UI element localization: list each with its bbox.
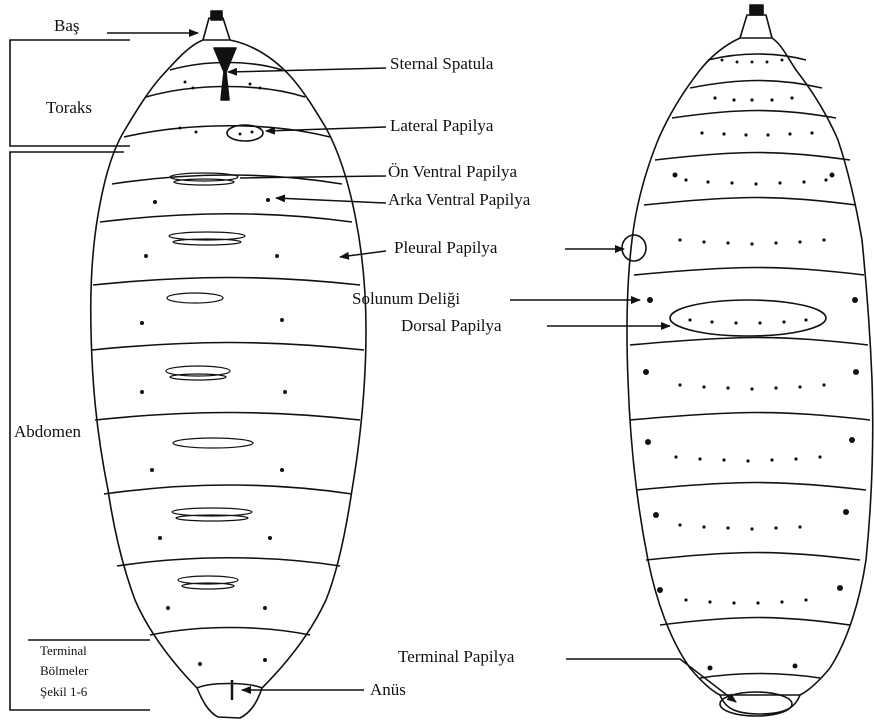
label-abdomen: Abdomen	[14, 422, 81, 442]
label-sternal-spatula: Sternal Spatula	[390, 54, 493, 74]
label-anus: Anüs	[370, 680, 406, 700]
label-terminal-line3: Şekil 1-6	[40, 684, 87, 700]
label-solunum-deligi: Solunum Deliği	[352, 289, 460, 309]
ventral-larva	[91, 11, 366, 718]
region-brackets	[10, 40, 150, 710]
dorsal-papilla-dots	[643, 59, 859, 671]
label-terminal-papilya: Terminal Papilya	[398, 647, 514, 667]
label-dorsal-papilya: Dorsal Papilya	[401, 316, 502, 336]
dorsal-larva	[622, 5, 873, 716]
label-on-ventral-papilya: Ön Ventral Papilya	[388, 162, 517, 182]
label-toraks: Toraks	[46, 98, 92, 118]
label-terminal-line2: Bölmeler	[40, 663, 88, 679]
ventral-papilla-dots	[140, 81, 287, 667]
label-pleural-papilya: Pleural Papilya	[394, 238, 497, 258]
label-lateral-papilya: Lateral Papilya	[390, 116, 493, 136]
label-bas: Baş	[54, 16, 80, 36]
label-arka-ventral-papilya: Arka Ventral Papilya	[388, 190, 530, 210]
label-terminal-line1: Terminal	[40, 643, 87, 659]
